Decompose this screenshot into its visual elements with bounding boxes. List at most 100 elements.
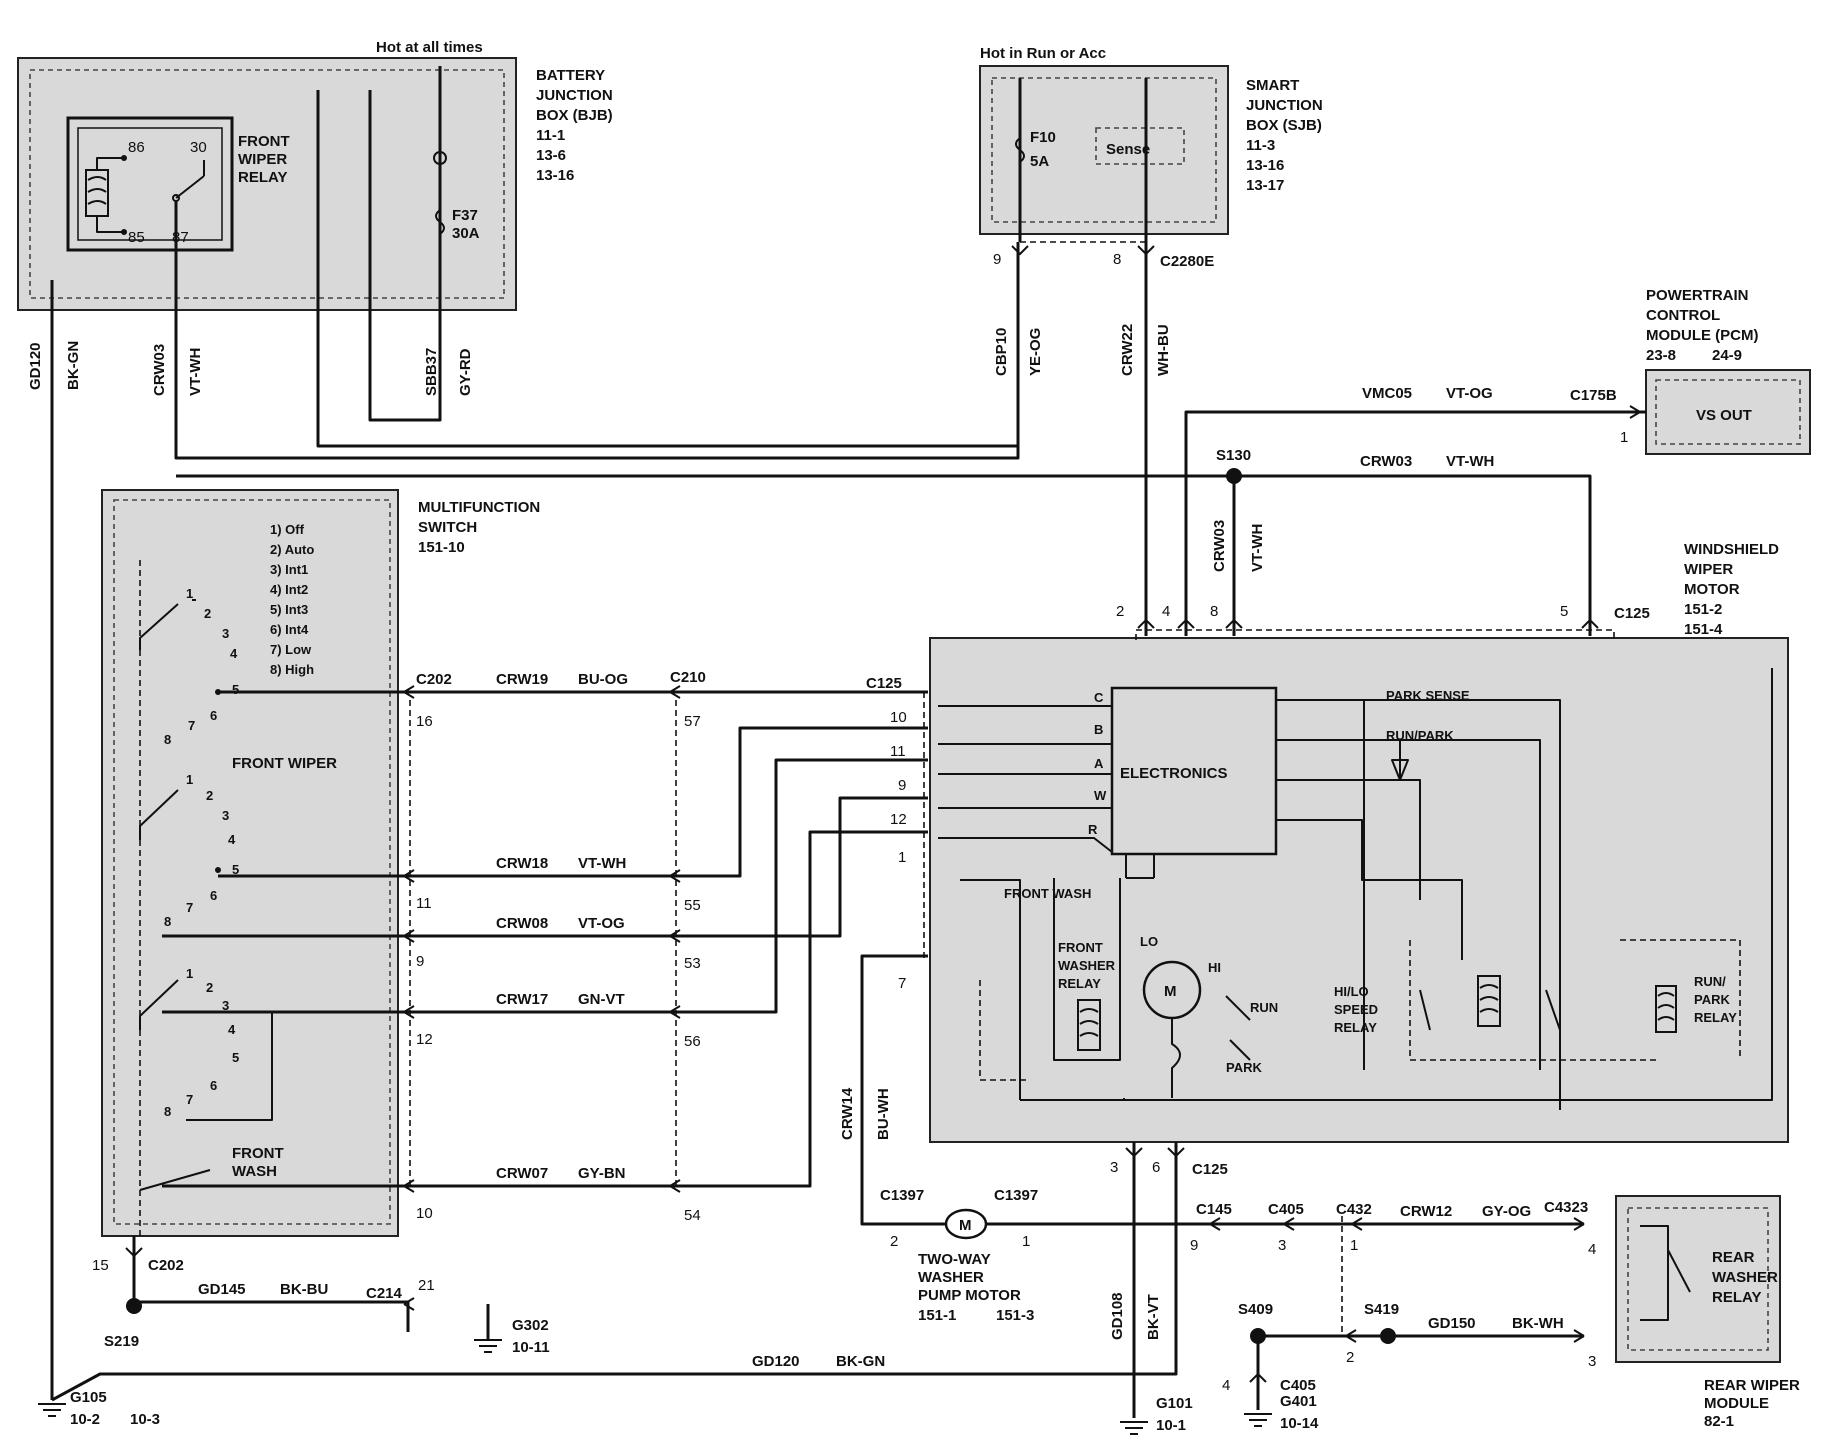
svg-text:BATTERY: BATTERY: [536, 67, 605, 84]
svg-text:2) Auto: 2) Auto: [270, 542, 314, 557]
label-crw03-s130: CRW03: [1211, 520, 1228, 572]
svg-text:2: 2: [1116, 603, 1124, 620]
wwm-label: WINDSHIELD WIPER MOTOR 151-2 151-4: [1684, 541, 1779, 638]
label-whbu: WH-BU: [1155, 324, 1172, 376]
connector-c405-bottom: C405: [1280, 1377, 1316, 1394]
ground-g401: G401 10-14: [1244, 1393, 1319, 1432]
svg-text:CONTROL: CONTROL: [1646, 307, 1720, 324]
connector-c145: C145: [1196, 1201, 1232, 1218]
label-gd108: GD108: [1109, 1292, 1126, 1340]
svg-text:REAR: REAR: [1712, 1249, 1755, 1266]
fuse-f37: F37 30A: [433, 151, 480, 242]
svg-text:RELAY: RELAY: [1334, 1020, 1377, 1035]
svg-text:7: 7: [186, 1092, 193, 1107]
sense-label: Sense: [1106, 141, 1150, 158]
svg-text:6: 6: [210, 888, 217, 903]
relay-pin-30: 30: [190, 139, 207, 156]
svg-text:55: 55: [684, 897, 701, 914]
connector-c125-left: C125: [866, 675, 902, 692]
svg-text:6) Int4: 6) Int4: [270, 622, 309, 637]
wire-crw14: [860, 954, 946, 1226]
svg-text:53: 53: [684, 955, 701, 972]
label-bkgn-vert: BK-GN: [65, 341, 82, 390]
svg-text:JUNCTION: JUNCTION: [536, 87, 613, 104]
c1397-pin-2: 2: [890, 1233, 898, 1250]
svg-text:7) Low: 7) Low: [270, 642, 312, 657]
relay-pin-86: 86: [128, 139, 145, 156]
splice-s419: S419: [1364, 1301, 1399, 1318]
svg-text:5: 5: [1560, 603, 1568, 620]
relay-label-1: FRONT: [238, 133, 290, 150]
splice-s409: S409: [1238, 1301, 1273, 1318]
svg-text:FRONT: FRONT: [1058, 940, 1103, 955]
svg-text:5: 5: [232, 682, 239, 697]
label-bkbu: BK-BU: [280, 1281, 328, 1298]
label-gd120-vert: GD120: [27, 342, 44, 390]
letter-w: W: [1094, 788, 1107, 803]
svg-text:4: 4: [230, 646, 238, 661]
ground-g105: G105 10-2 10-3: [38, 1389, 160, 1428]
connector-c210: C210: [670, 669, 706, 686]
svg-text:1: 1: [186, 772, 193, 787]
svg-text:MULTIFUNCTION: MULTIFUNCTION: [418, 499, 540, 516]
fuse-f10-name: F10: [1030, 129, 1056, 146]
connector-c214: C214: [366, 1285, 403, 1302]
svg-text:REAR WIPER: REAR WIPER: [1704, 1377, 1800, 1394]
ground-g101: G101 10-1: [1120, 1395, 1193, 1435]
connector-c432: C432: [1336, 1201, 1372, 1218]
relay-label-3: RELAY: [238, 169, 287, 186]
ground-g105-icon: [38, 1403, 66, 1417]
svg-text:9: 9: [416, 953, 424, 970]
svg-text:SPEED: SPEED: [1334, 1002, 1378, 1017]
svg-text:8: 8: [164, 1104, 171, 1119]
svg-text:4: 4: [1222, 1377, 1230, 1394]
svg-text:M: M: [959, 1217, 972, 1234]
svg-text:8) High: 8) High: [270, 662, 314, 677]
ground-g401-icon: [1244, 1413, 1272, 1427]
relay-pin-85: 85: [128, 229, 145, 246]
two-way-washer-pump-motor: M TWO-WAY WASHER PUMP MOTOR 151-1 151-3: [918, 1208, 1034, 1324]
connector-arrows: [125, 245, 1641, 1383]
pcm-vs-out: VS OUT: [1696, 407, 1752, 424]
fuse-f37-rating: 30A: [452, 225, 480, 242]
label-crw18: CRW18: [496, 855, 548, 872]
svg-text:MODULE (PCM): MODULE (PCM): [1646, 327, 1759, 344]
splice-s219: S219: [104, 1333, 139, 1350]
svg-text:12: 12: [890, 811, 907, 828]
rear-wiper-module: REAR WASHER RELAY: [1615, 1195, 1781, 1363]
svg-text:RUN: RUN: [1250, 1000, 1278, 1015]
svg-text:2: 2: [1346, 1349, 1354, 1366]
rwm-pin-4: 4: [1588, 1241, 1596, 1258]
svg-text:151-1: 151-1: [918, 1307, 956, 1324]
mfs-label: MULTIFUNCTION SWITCH 151-10: [418, 499, 540, 556]
label-crw19: CRW19: [496, 671, 548, 688]
sjb-pin-9: 9: [993, 251, 1001, 268]
relay-label-2: WIPER: [238, 151, 287, 168]
svg-text:13-6: 13-6: [536, 147, 566, 164]
svg-text:MOTOR: MOTOR: [1684, 581, 1740, 598]
svg-text:3: 3: [222, 626, 229, 641]
wire-gd145: [132, 1236, 410, 1332]
svg-text:8: 8: [164, 914, 171, 929]
pcm-label: POWERTRAIN CONTROL MODULE (PCM) 23-8 24-…: [1646, 287, 1759, 364]
svg-text:3: 3: [1278, 1237, 1286, 1254]
label-buog: BU-OG: [578, 671, 628, 688]
label-vtog-08: VT-OG: [578, 915, 625, 932]
wire-bjb-loop: [316, 90, 1018, 448]
svg-text:11: 11: [416, 895, 432, 912]
rwm-pin-3: 3: [1588, 1353, 1596, 1370]
svg-text:RELAY: RELAY: [1694, 1010, 1737, 1025]
wire-crw03-s130: [176, 474, 1592, 636]
svg-text:TWO-WAY: TWO-WAY: [918, 1251, 991, 1268]
svg-text:3: 3: [222, 998, 229, 1013]
svg-text:8: 8: [1210, 603, 1218, 620]
svg-text:LO: LO: [1140, 934, 1158, 949]
wire-crw18: [218, 726, 928, 878]
svg-text:BOX (BJB): BOX (BJB): [536, 107, 613, 124]
svg-text:7: 7: [898, 975, 906, 992]
wiper-drive-motor: M LO HI RUN PARK: [1140, 934, 1278, 1098]
label-vmc05: VMC05: [1362, 385, 1412, 402]
svg-text:G101: G101: [1156, 1395, 1193, 1412]
connector-c1397-right: C1397: [994, 1187, 1038, 1204]
